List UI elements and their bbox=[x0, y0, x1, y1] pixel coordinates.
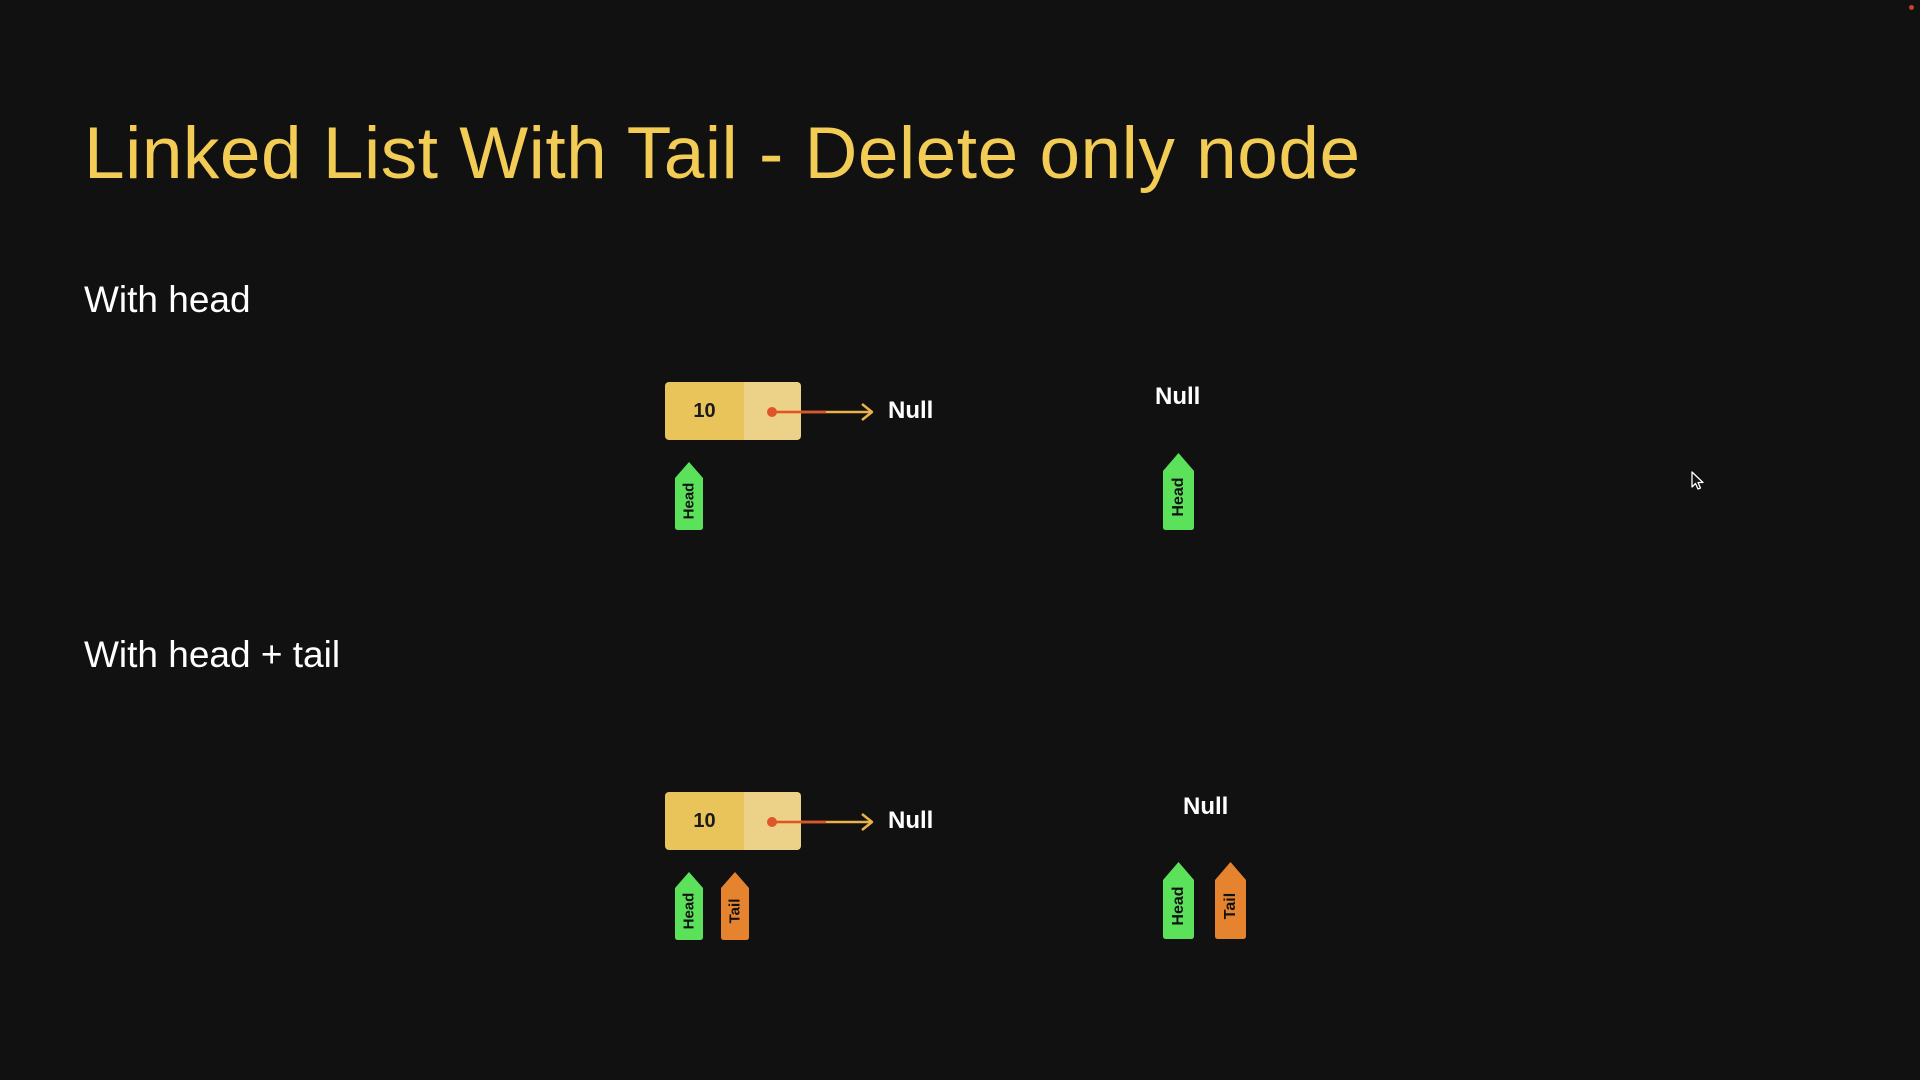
head-tag-label: Head bbox=[680, 892, 698, 930]
section-label-with-head: With head bbox=[84, 279, 251, 320]
head-pointer-tag: Head bbox=[1163, 862, 1194, 939]
next-pointer-arrow bbox=[767, 813, 874, 831]
next-null-label: Null bbox=[888, 807, 934, 834]
section-label-with-head-tail: With head + tail bbox=[84, 634, 341, 675]
head-pointer-tag: Head bbox=[675, 872, 703, 940]
pointer-dot-icon bbox=[767, 817, 777, 827]
tag-shape-icon bbox=[1163, 453, 1194, 530]
node-data-field: 10 bbox=[665, 792, 744, 850]
tail-tag-label: Tail bbox=[1221, 892, 1239, 920]
next-null-label: Null bbox=[888, 397, 934, 424]
slide-title: Linked List With Tail - Delete only node bbox=[84, 113, 1361, 194]
tag-shape-icon bbox=[721, 872, 749, 940]
recording-dot-icon bbox=[1909, 5, 1914, 10]
tail-pointer-tag: Tail bbox=[721, 872, 749, 940]
node-data-field: 10 bbox=[665, 382, 744, 440]
after-null-label: Null bbox=[1155, 383, 1201, 410]
tag-shape-icon bbox=[1215, 862, 1246, 939]
head-pointer-tag: Head bbox=[675, 462, 703, 530]
head-tag-label: Head bbox=[680, 482, 698, 520]
head-pointer-tag: Head bbox=[1163, 453, 1194, 530]
mouse-pointer-icon bbox=[1691, 471, 1704, 490]
pointer-dot-icon bbox=[767, 407, 777, 417]
after-null-label: Null bbox=[1183, 793, 1229, 820]
tag-shape-icon bbox=[1163, 862, 1194, 939]
tag-shape-icon bbox=[675, 462, 703, 530]
tag-shape-icon bbox=[675, 872, 703, 940]
head-tag-label: Head bbox=[1169, 477, 1187, 517]
tail-pointer-tag: Tail bbox=[1215, 862, 1246, 939]
next-pointer-arrow bbox=[767, 403, 874, 421]
tail-tag-label: Tail bbox=[726, 898, 744, 924]
head-tag-label: Head bbox=[1169, 886, 1187, 926]
